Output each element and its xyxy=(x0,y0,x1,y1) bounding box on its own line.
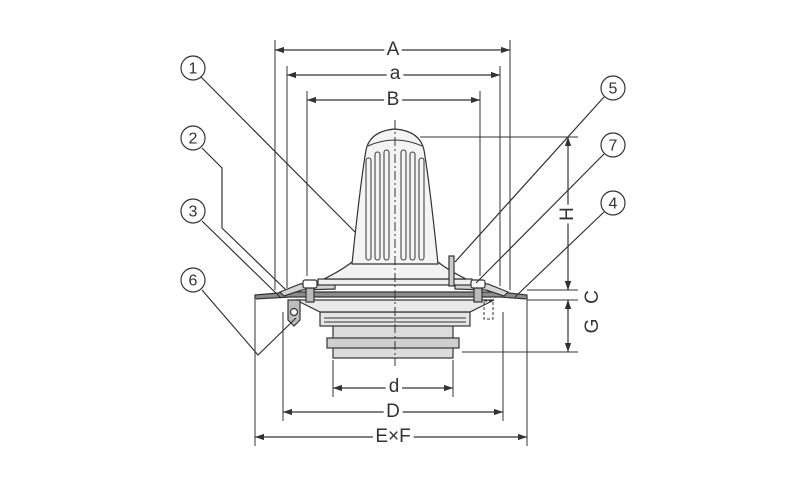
callout-3-number: 3 xyxy=(189,204,198,221)
dimension-lines xyxy=(255,46,572,441)
leader-5 xyxy=(454,96,605,263)
label-EF: E×F xyxy=(375,426,410,447)
leader-lines xyxy=(200,76,605,356)
callout-2: 2 xyxy=(180,125,206,151)
leader-4 xyxy=(514,211,605,298)
leader-6 xyxy=(201,289,297,356)
label-d: d xyxy=(389,376,400,397)
strainer-slot xyxy=(400,149,407,261)
callout-4: 4 xyxy=(600,190,626,216)
label-A: A xyxy=(387,39,400,60)
callout-5-number: 5 xyxy=(609,81,618,98)
level-rod xyxy=(448,255,455,287)
leader-2 xyxy=(201,147,287,291)
callout-3: 3 xyxy=(180,198,206,224)
callout-1: 1 xyxy=(180,55,206,81)
callout-7: 7 xyxy=(600,132,626,158)
pipe-collar xyxy=(326,337,460,349)
label-H: H xyxy=(557,207,578,221)
strainer-skirt xyxy=(323,261,467,280)
bolt-left xyxy=(302,279,318,303)
body-cone xyxy=(295,299,495,313)
waterproof-sheet xyxy=(254,291,528,300)
label-G: G xyxy=(582,319,603,334)
dimension-labels: A a B H C G d D E×F xyxy=(371,35,607,451)
label-B: B xyxy=(387,89,400,110)
roof-drain xyxy=(254,120,528,366)
label-a: a xyxy=(390,63,401,84)
callout-6: 6 xyxy=(180,267,206,293)
label-D: D xyxy=(386,401,400,422)
label-C: C xyxy=(582,290,603,304)
leader-3 xyxy=(201,220,282,299)
strainer-slot xyxy=(418,157,425,261)
leader-7 xyxy=(475,153,605,284)
callout-4-number: 4 xyxy=(609,196,618,213)
callout-1-number: 1 xyxy=(189,61,198,78)
callout-5: 5 xyxy=(600,75,626,101)
callout-2-number: 2 xyxy=(189,131,198,148)
right-hidden-part xyxy=(483,300,494,320)
callout-6-number: 6 xyxy=(189,273,198,290)
strainer-slot xyxy=(383,149,390,261)
leader-1 xyxy=(200,76,356,233)
bolt-right xyxy=(470,279,486,303)
strainer-slot xyxy=(409,151,416,261)
strainer-slot xyxy=(374,151,381,261)
strainer-ribs xyxy=(365,149,425,261)
callout-7-number: 7 xyxy=(609,138,618,155)
left-clamp-nut xyxy=(289,307,299,317)
strainer-slot xyxy=(365,157,372,261)
